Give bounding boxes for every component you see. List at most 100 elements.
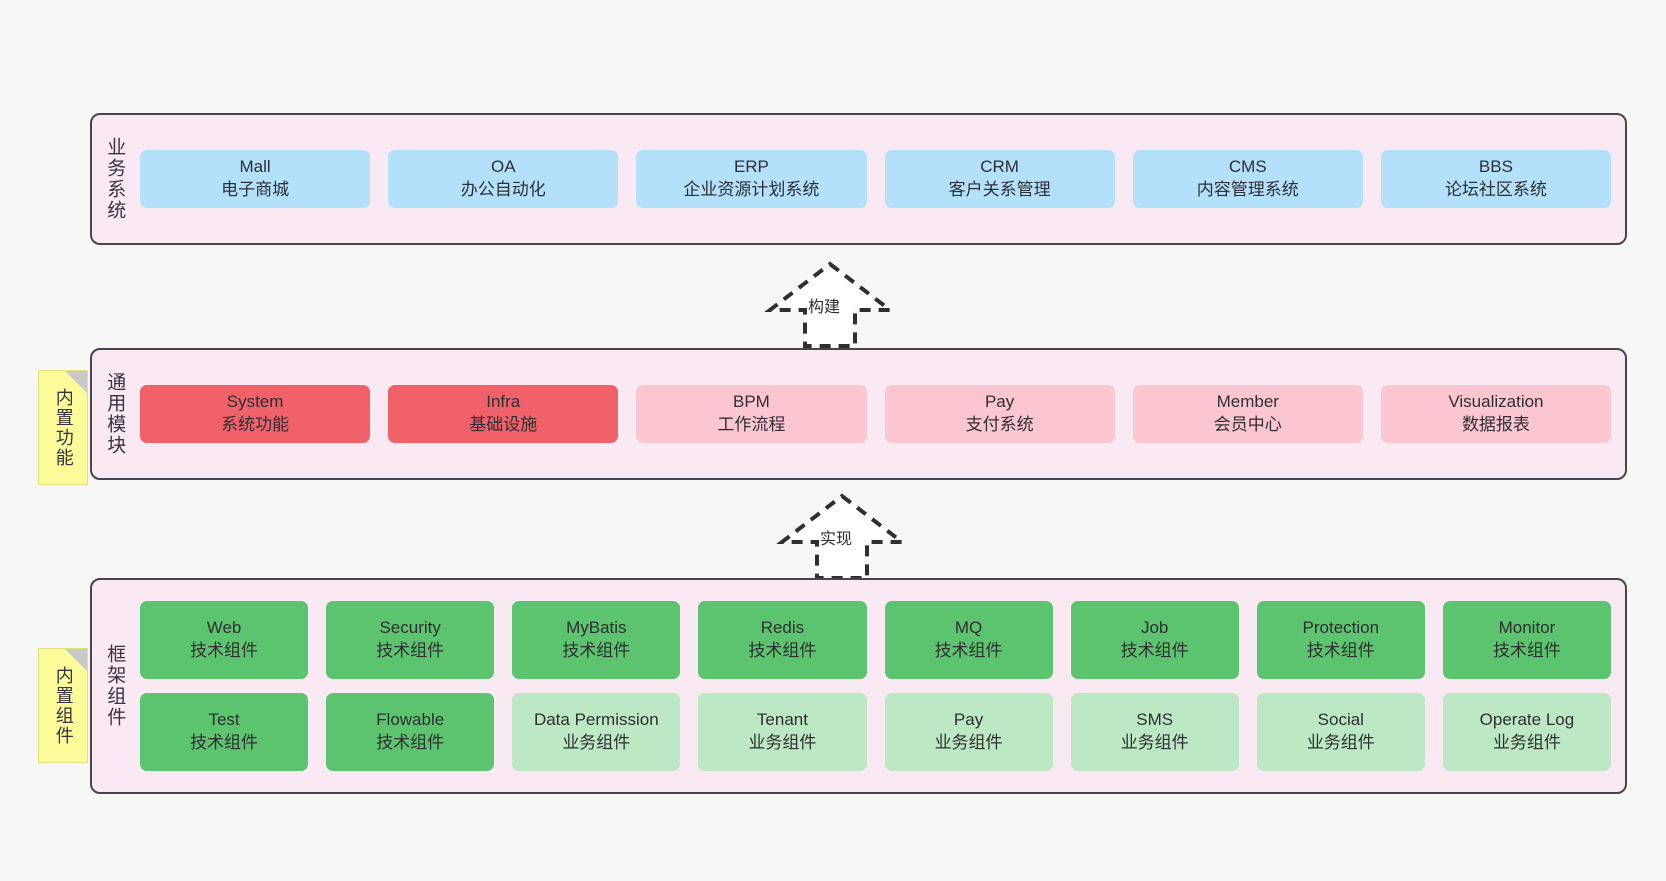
card-pay-business[interactable]: Pay 业务组件: [884, 693, 1053, 771]
card-erp[interactable]: ERP 企业资源计划系统: [636, 150, 867, 208]
card-title: Member: [1216, 392, 1279, 412]
connector-implement: 实现: [772, 490, 912, 580]
layer-body-business: Mall 电子商城 OA 办公自动化 ERP 企业资源计划系统 CRM 客户关系…: [136, 115, 1625, 243]
card-subtitle: 技术组件: [376, 733, 445, 752]
card-subtitle: 工作流程: [717, 415, 786, 434]
card-sms[interactable]: SMS 业务组件: [1070, 693, 1239, 771]
card-title: Tenant: [756, 710, 808, 730]
card-row: Web 技术组件 Security 技术组件 MyBatis 技术组件 Redi…: [140, 601, 1611, 679]
connector-build-label: 构建: [808, 299, 841, 316]
sticky-note-builtin-component[interactable]: 内置组件: [38, 648, 88, 763]
card-title: SMS: [1136, 710, 1174, 730]
layer-body-common: System 系统功能 Infra 基础设施 BPM 工作流程 Pay 支付系统…: [136, 350, 1625, 478]
card-row: Mall 电子商城 OA 办公自动化 ERP 企业资源计划系统 CRM 客户关系…: [140, 150, 1612, 208]
card-title: Pay: [984, 392, 1015, 412]
layer-title-common: 通用模块: [104, 372, 126, 456]
card-protection[interactable]: Protection 技术组件: [1256, 601, 1425, 679]
folded-corner-icon: [65, 649, 87, 671]
layer-framework-component[interactable]: 框架组件 Web 技术组件 Security 技术组件 MyBatis 技术组件…: [90, 578, 1627, 794]
layer-business-system[interactable]: 业务系统 Mall 电子商城 OA 办公自动化 ERP 企业资源计划系统 CRM…: [90, 113, 1627, 245]
layer-title-business: 业务系统: [104, 137, 126, 221]
card-monitor[interactable]: Monitor 技术组件: [1442, 601, 1611, 679]
sticky-note-label: 内置组件: [53, 665, 74, 746]
card-title: Infra: [486, 392, 521, 412]
card-mybatis[interactable]: MyBatis 技术组件: [512, 601, 681, 679]
card-security[interactable]: Security 技术组件: [326, 601, 495, 679]
card-social[interactable]: Social 业务组件: [1256, 693, 1425, 771]
card-web[interactable]: Web 技术组件: [140, 601, 309, 679]
card-test[interactable]: Test 技术组件: [140, 693, 309, 771]
card-subtitle: 支付系统: [965, 415, 1034, 434]
card-title: CRM: [980, 157, 1019, 177]
card-visualization[interactable]: Visualization 数据报表: [1380, 385, 1612, 443]
card-subtitle: 客户关系管理: [948, 180, 1051, 199]
card-title: System: [226, 392, 284, 412]
card-title: Monitor: [1498, 618, 1556, 638]
card-title: MyBatis: [566, 618, 627, 638]
card-title: Pay: [953, 710, 984, 730]
card-title: BBS: [1478, 157, 1513, 177]
card-system[interactable]: System 系统功能: [140, 385, 371, 443]
card-bpm[interactable]: BPM 工作流程: [636, 385, 867, 443]
connector-implement-label: 实现: [820, 531, 853, 548]
card-subtitle: 数据报表: [1461, 415, 1530, 434]
card-infra[interactable]: Infra 基础设施: [388, 385, 619, 443]
card-data-permission[interactable]: Data Permission 业务组件: [512, 693, 681, 771]
card-subtitle: 技术组件: [1120, 641, 1189, 660]
card-job[interactable]: Job 技术组件: [1070, 601, 1239, 679]
card-pay[interactable]: Pay 支付系统: [884, 385, 1115, 443]
card-operate-log[interactable]: Operate Log 业务组件: [1442, 693, 1611, 771]
layer-body-framework: Web 技术组件 Security 技术组件 MyBatis 技术组件 Redi…: [136, 580, 1625, 792]
card-subtitle: 业务组件: [1120, 733, 1189, 752]
card-oa[interactable]: OA 办公自动化: [388, 150, 619, 208]
card-title: Social: [1317, 710, 1364, 730]
card-title: Redis: [760, 618, 805, 638]
card-subtitle: 系统功能: [221, 415, 290, 434]
card-title: Web: [206, 618, 242, 638]
card-subtitle: 业务组件: [934, 733, 1003, 752]
card-title: Operate Log: [1479, 710, 1575, 730]
card-subtitle: 内容管理系统: [1196, 180, 1299, 199]
card-title: Flowable: [376, 710, 445, 730]
card-subtitle: 企业资源计划系统: [683, 180, 820, 199]
card-subtitle: 电子商城: [221, 180, 290, 199]
card-subtitle: 业务组件: [748, 733, 817, 752]
card-tenant[interactable]: Tenant 业务组件: [698, 693, 867, 771]
card-subtitle: 技术组件: [1492, 641, 1561, 660]
card-title: MQ: [954, 618, 983, 638]
card-subtitle: 业务组件: [1492, 733, 1561, 752]
card-title: Visualization: [1448, 392, 1544, 412]
card-row: System 系统功能 Infra 基础设施 BPM 工作流程 Pay 支付系统…: [140, 385, 1612, 443]
sticky-note-builtin-function[interactable]: 内置功能: [38, 370, 88, 485]
card-subtitle: 会员中心: [1213, 415, 1282, 434]
card-subtitle: 技术组件: [748, 641, 817, 660]
card-subtitle: 基础设施: [469, 415, 538, 434]
connector-build: 构建: [760, 258, 900, 348]
card-subtitle: 业务组件: [1306, 733, 1375, 752]
card-subtitle: 技术组件: [1306, 641, 1375, 660]
card-title: OA: [490, 157, 516, 177]
card-title: Test: [208, 710, 240, 730]
card-row: Test 技术组件 Flowable 技术组件 Data Permission …: [140, 693, 1611, 771]
card-flowable[interactable]: Flowable 技术组件: [326, 693, 495, 771]
card-subtitle: 论坛社区系统: [1444, 180, 1547, 199]
card-title: Job: [1140, 618, 1169, 638]
card-subtitle: 办公自动化: [460, 180, 546, 199]
card-title: BPM: [733, 392, 770, 412]
card-crm[interactable]: CRM 客户关系管理: [884, 150, 1115, 208]
layer-common-module[interactable]: 通用模块 System 系统功能 Infra 基础设施 BPM 工作流程 Pay…: [90, 348, 1627, 480]
card-cms[interactable]: CMS 内容管理系统: [1132, 150, 1363, 208]
card-subtitle: 技术组件: [190, 641, 259, 660]
card-subtitle: 技术组件: [376, 641, 445, 660]
card-bbs[interactable]: BBS 论坛社区系统: [1380, 150, 1612, 208]
card-redis[interactable]: Redis 技术组件: [698, 601, 867, 679]
card-title: Protection: [1302, 618, 1380, 638]
card-subtitle: 技术组件: [934, 641, 1003, 660]
card-mall[interactable]: Mall 电子商城: [140, 150, 371, 208]
card-mq[interactable]: MQ 技术组件: [884, 601, 1053, 679]
card-title: Security: [379, 618, 441, 638]
card-member[interactable]: Member 会员中心: [1132, 385, 1363, 443]
card-subtitle: 业务组件: [562, 733, 631, 752]
layer-title-framework: 框架组件: [104, 644, 126, 728]
